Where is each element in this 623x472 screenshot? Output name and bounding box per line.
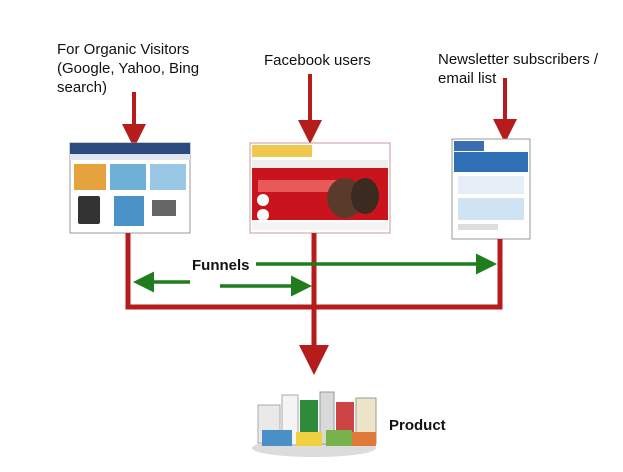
funnels-label: Funnels [192, 257, 250, 274]
product-label: Product [389, 417, 446, 434]
organic-site-thumbnail [69, 142, 191, 234]
newsletter-label-line2: email list [438, 70, 497, 87]
newsletter-thumbnail [451, 138, 531, 240]
organic-visitors-label: For Organic Visitors (Google, Yahoo, Bin… [57, 40, 237, 97]
newsletter-label-line1: Newsletter subscribers / [438, 51, 599, 68]
organic-label-line3: search) [57, 79, 108, 96]
organic-label-line1: For Organic Visitors [57, 41, 190, 58]
facebook-site-thumbnail [249, 142, 391, 234]
facebook-users-label: Facebook users [264, 52, 371, 69]
product-image [252, 391, 377, 457]
organic-label-line2: (Google, Yahoo, Bing [57, 60, 200, 77]
newsletter-label: Newsletter subscribers / email list [438, 50, 618, 88]
